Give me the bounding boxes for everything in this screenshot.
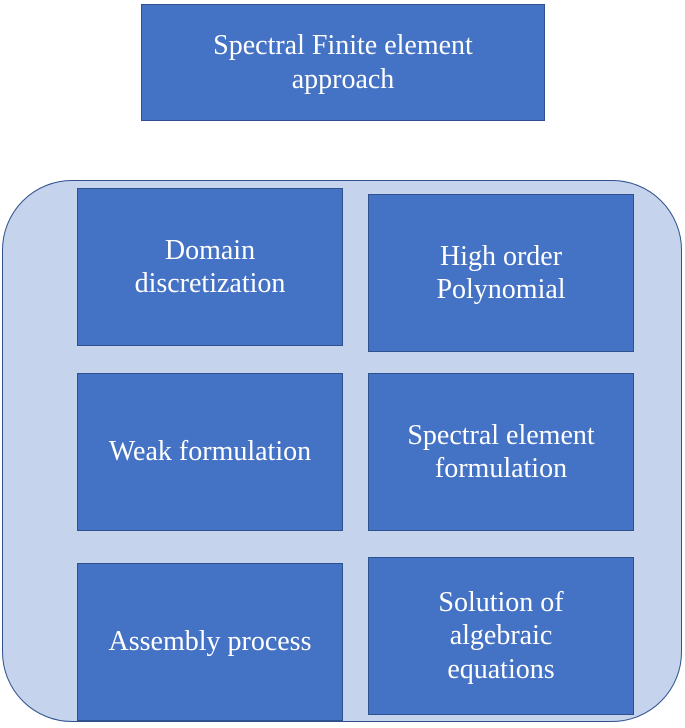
title-box: Spectral Finite element approach [141, 4, 545, 121]
step-assembly-process: Assembly process [77, 563, 343, 721]
step-domain-discretization: Domain discretization [77, 188, 343, 346]
step-solution-of-algebraic-equations: Solution of algebraic equations [368, 557, 634, 715]
step-weak-formulation: Weak formulation [77, 373, 343, 531]
step-high-order-polynomial: High order Polynomial [368, 194, 634, 352]
step-spectral-element-formulation: Spectral element formulation [368, 373, 634, 531]
